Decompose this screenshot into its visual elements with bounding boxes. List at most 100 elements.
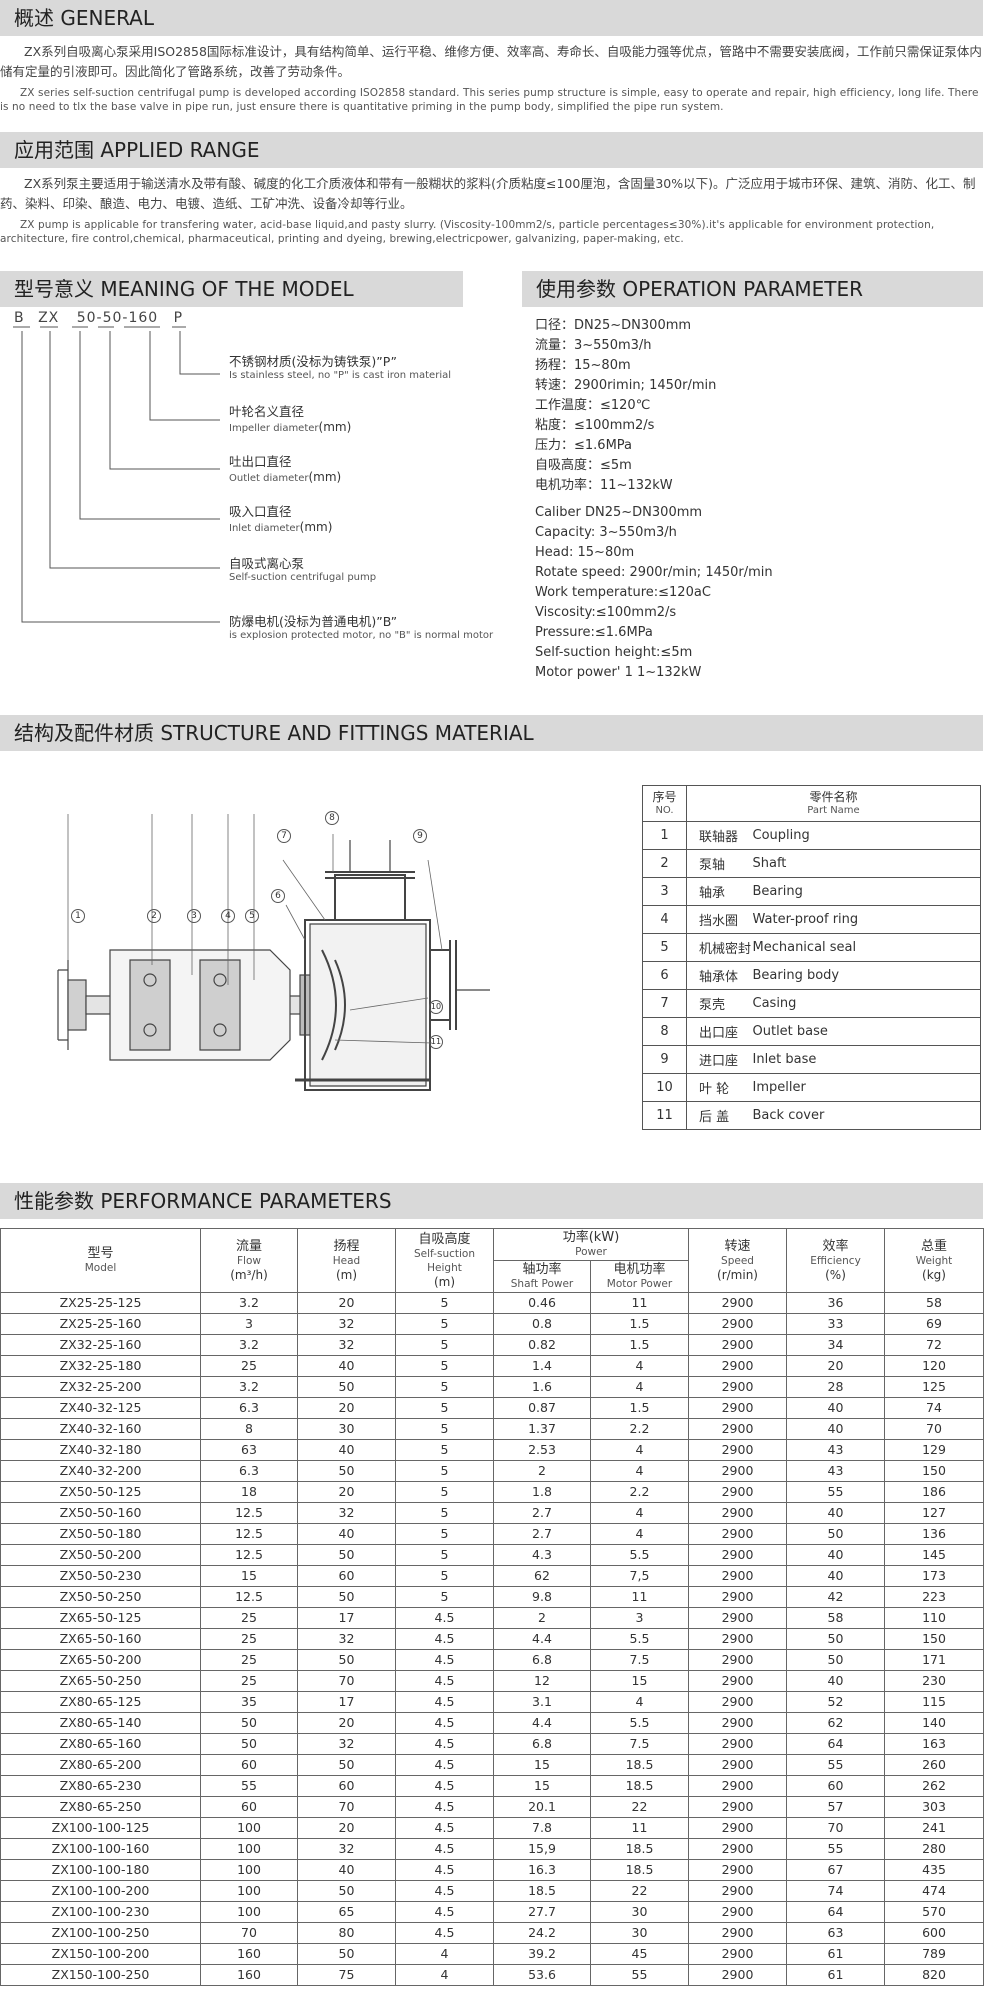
cell-motor-power: 7,5 (590, 1565, 689, 1587)
callout-1: 1 (71, 909, 85, 923)
operation-param-cn: 转速：2900rimin; 1450r/min (535, 378, 717, 393)
cell-efficiency: 43 (786, 1460, 885, 1482)
cell-speed: 2900 (688, 1922, 787, 1944)
cell-shaft-power: 39.2 (493, 1943, 591, 1965)
cell-motor-power: 22 (590, 1880, 689, 1902)
cell-suction-height: 4.5 (395, 1838, 494, 1860)
cell-model: ZX65-50-125 (0, 1607, 201, 1629)
cell-flow: 100 (200, 1838, 298, 1860)
cell-weight: 280 (884, 1838, 984, 1860)
cell-efficiency: 58 (786, 1607, 885, 1629)
cell-weight: 125 (884, 1376, 984, 1398)
cell-model: ZX25-25-125 (0, 1292, 201, 1314)
cell-suction-height: 4.5 (395, 1859, 494, 1881)
callout-9: 9 (413, 829, 427, 843)
cell-flow: 12.5 (200, 1586, 298, 1608)
model-item-en: Outlet diameter(mm) (229, 470, 341, 484)
cell-flow: 12.5 (200, 1523, 298, 1545)
cell-speed: 2900 (688, 1691, 787, 1713)
cell-motor-power: 15 (590, 1670, 689, 1692)
parts-cell-en: Water-proof ring (752, 905, 981, 934)
cell-weight: 150 (884, 1460, 984, 1482)
model-item-cn: 叶轮名义直径 (229, 404, 305, 419)
parts-cell-en: Outlet base (752, 1017, 981, 1046)
cell-motor-power: 11 (590, 1817, 689, 1839)
cell-efficiency: 60 (786, 1775, 885, 1797)
model-item-material: 不锈钢材质(没标为铸铁泵)”P” Is stainless steel, no … (229, 351, 451, 381)
parts-cell-cn: 进口座 (686, 1045, 753, 1074)
callout-3: 3 (187, 909, 201, 923)
callout-label: 1 (75, 911, 81, 921)
cell-efficiency: 67 (786, 1859, 885, 1881)
cell-flow: 100 (200, 1880, 298, 1902)
parts-cell-en: Bearing body (752, 961, 981, 990)
callout-10: 10 (429, 1000, 443, 1014)
cell-suction-height: 5 (395, 1586, 494, 1608)
cell-head: 50 (297, 1544, 396, 1566)
cell-shaft-power: 18.5 (493, 1880, 591, 1902)
model-item-cn: 吸入口直径 (229, 504, 292, 519)
cell-suction-height: 4.5 (395, 1817, 494, 1839)
cell-shaft-power: 4.4 (493, 1628, 591, 1650)
cell-shaft-power: 2.7 (493, 1523, 591, 1545)
callout-8: 8 (325, 811, 339, 825)
cell-speed: 2900 (688, 1439, 787, 1461)
cell-model: ZX50-50-250 (0, 1586, 201, 1608)
parts-cell-en: Shaft (752, 849, 981, 878)
cell-motor-power: 2.2 (590, 1418, 689, 1440)
cell-weight: 303 (884, 1796, 984, 1818)
perf-header-cn: 自吸高度 (418, 1231, 471, 1247)
model-code-impeller: 160 (128, 310, 159, 326)
section-header-structure: 结构及配件材质 STRUCTURE AND FITTINGS MATERIAL (0, 715, 983, 751)
cell-efficiency: 57 (786, 1796, 885, 1818)
cell-shaft-power: 24.2 (493, 1922, 591, 1944)
cell-model: ZX100-100-200 (0, 1880, 201, 1902)
cell-motor-power: 4 (590, 1439, 689, 1461)
cell-efficiency: 33 (786, 1313, 885, 1335)
cell-shaft-power: 27.7 (493, 1901, 591, 1923)
cell-speed: 2900 (688, 1376, 787, 1398)
cell-weight: 260 (884, 1754, 984, 1776)
cell-model: ZX100-100-180 (0, 1859, 201, 1881)
cell-model: ZX40-32-180 (0, 1439, 201, 1461)
perf-header-unit: (m³/h) (230, 1267, 268, 1282)
cell-shaft-power: 1.6 (493, 1376, 591, 1398)
parts-cell-no: 11 (642, 1101, 687, 1130)
cell-head: 32 (297, 1628, 396, 1650)
cell-suction-height: 4.5 (395, 1628, 494, 1650)
cell-weight: 230 (884, 1670, 984, 1692)
cell-flow: 60 (200, 1796, 298, 1818)
model-item-en-text: Impeller diameter (229, 423, 319, 434)
cell-suction-height: 5 (395, 1502, 494, 1524)
cell-model: ZX50-50-160 (0, 1502, 201, 1524)
cell-motor-power: 5.5 (590, 1544, 689, 1566)
operation-param-en: Head: 15~80m (535, 545, 635, 560)
parts-cell-no: 10 (642, 1073, 687, 1102)
cell-efficiency: 61 (786, 1943, 885, 1965)
general-text-en: ZX series self-suction centrifugal pump … (0, 87, 979, 113)
cell-head: 70 (297, 1796, 396, 1818)
cell-efficiency: 40 (786, 1670, 885, 1692)
parts-cell-no: 9 (642, 1045, 687, 1074)
callout-label: 3 (191, 911, 197, 921)
parts-cell-cn: 联轴器 (686, 821, 753, 850)
operation-param-cn: 工作温度：≤120℃ (535, 398, 651, 413)
perf-header-cn: 总重 (920, 1238, 947, 1254)
